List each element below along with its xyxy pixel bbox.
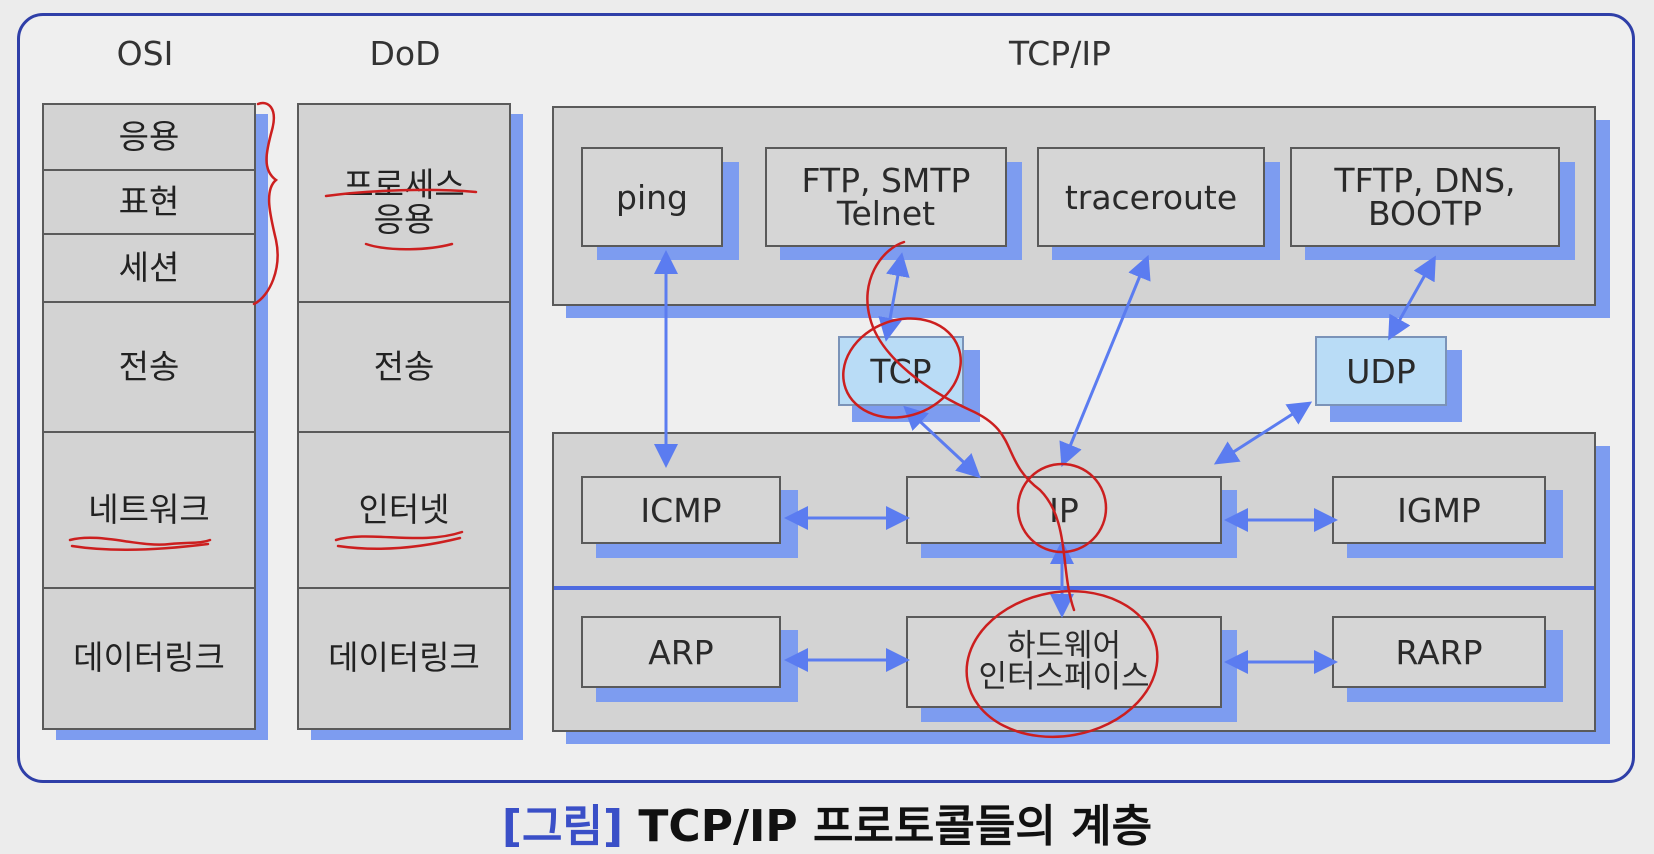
hardware-interface-box: 하드웨어 인터스페이스 bbox=[906, 616, 1222, 708]
osi-network-underline-annotation bbox=[68, 536, 212, 551]
caption-text: TCP/IP 프로토콜들의 계층 bbox=[638, 801, 1153, 852]
ip-box: IP bbox=[906, 476, 1222, 544]
layer-divider-line bbox=[554, 586, 1594, 590]
arp-box: ARP bbox=[581, 616, 781, 688]
osi-layer-transport: 전송 bbox=[42, 301, 256, 433]
igmp-box: IGMP bbox=[1332, 476, 1546, 544]
hardware-interface-circle-annotation bbox=[965, 589, 1159, 739]
osi-layer-datalink: 데이터링크 bbox=[42, 587, 256, 730]
dod-internet-underline-annotation bbox=[334, 530, 464, 551]
ftp-tcp-arrow bbox=[878, 252, 910, 342]
tftp-dns-bootp-box: TFTP, DNS, BOOTP bbox=[1290, 147, 1560, 247]
osi-upper-brace-annotation bbox=[252, 101, 279, 306]
tcp-circle-annotation bbox=[842, 317, 962, 419]
osi-layer-network: 네트워크 bbox=[42, 431, 256, 589]
traceroute-box: traceroute bbox=[1037, 147, 1265, 247]
tcp-box: TCP bbox=[838, 336, 964, 406]
dod-layer-internet: 인터넷 bbox=[297, 431, 511, 589]
dod-process-underline-annotation bbox=[324, 188, 478, 198]
dod-title: DoD bbox=[369, 34, 441, 73]
tftp-udp-arrow bbox=[1388, 255, 1436, 341]
tcp-ip-arrow bbox=[903, 405, 981, 479]
dod-layer-datalink: 데이터링크 bbox=[297, 587, 511, 730]
ftp-smtp-telnet-box: FTP, SMTP Telnet bbox=[765, 147, 1007, 247]
figure-caption: [그림] TCP/IP 프로토콜들의 계층 bbox=[0, 790, 1654, 852]
ping-box: ping bbox=[581, 147, 723, 247]
tcpip-title: TCP/IP bbox=[1009, 34, 1111, 73]
ip-circle-annotation bbox=[1016, 462, 1108, 554]
icmp-box: ICMP bbox=[581, 476, 781, 544]
dod-application-underline-annotation bbox=[364, 242, 454, 251]
rarp-box: RARP bbox=[1332, 616, 1546, 688]
dod-layer-process-application: 프로세스 응용 bbox=[297, 103, 511, 303]
dod-layer-transport: 전송 bbox=[297, 301, 511, 433]
osi-title: OSI bbox=[116, 34, 174, 73]
traceroute-ip-arrow bbox=[1059, 254, 1151, 468]
osi-layer-presentation: 표현 bbox=[42, 169, 256, 235]
osi-layer-session: 세션 bbox=[42, 233, 256, 303]
caption-tag: [그림] bbox=[501, 801, 624, 852]
udp-ip-arrow bbox=[1213, 401, 1313, 465]
udp-box: UDP bbox=[1315, 336, 1447, 406]
tcp-ip-scribble-annotation bbox=[866, 240, 1076, 612]
